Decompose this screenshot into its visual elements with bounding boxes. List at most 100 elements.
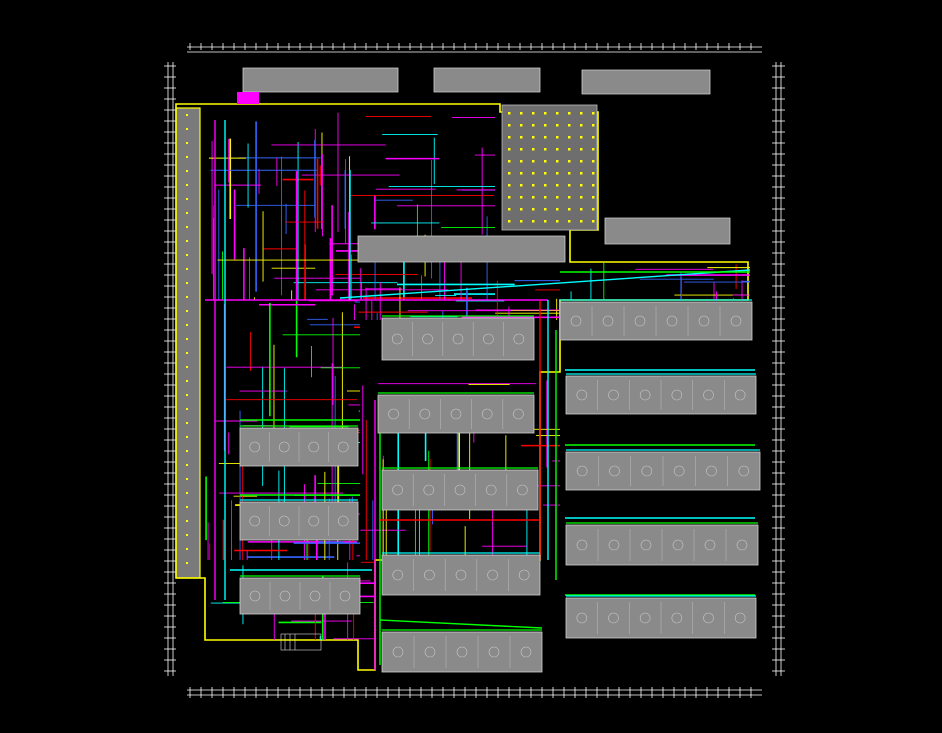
column-marker bbox=[544, 160, 547, 163]
stair-core bbox=[513, 408, 524, 420]
column-marker bbox=[186, 548, 188, 550]
stair-core bbox=[639, 389, 651, 401]
column-marker bbox=[544, 172, 547, 175]
column-marker bbox=[186, 310, 188, 312]
column-marker bbox=[532, 112, 535, 115]
column-marker bbox=[186, 338, 188, 340]
column-marker bbox=[592, 148, 595, 151]
stair-core bbox=[487, 569, 498, 581]
column-marker bbox=[568, 208, 571, 211]
stair-core bbox=[456, 646, 468, 658]
column-marker bbox=[556, 148, 559, 151]
column-marker bbox=[532, 136, 535, 139]
column-marker bbox=[544, 136, 547, 139]
column-marker bbox=[186, 506, 188, 508]
column-marker bbox=[532, 148, 535, 151]
column-marker bbox=[186, 450, 188, 452]
stair-core bbox=[706, 465, 717, 477]
column-marker bbox=[508, 148, 511, 151]
column-marker bbox=[544, 184, 547, 187]
column-marker bbox=[592, 112, 595, 115]
column-marker bbox=[186, 240, 188, 242]
stair-core bbox=[576, 389, 588, 401]
stair-core bbox=[481, 408, 493, 420]
column-marker bbox=[186, 212, 188, 214]
center-building-strip bbox=[357, 235, 566, 263]
pipe-trunk bbox=[339, 269, 751, 299]
column-marker bbox=[508, 220, 511, 223]
stair-core bbox=[576, 612, 588, 624]
column-marker bbox=[186, 436, 188, 438]
column-marker bbox=[580, 136, 583, 139]
column-marker bbox=[186, 254, 188, 256]
stair-core bbox=[488, 646, 500, 658]
column-marker bbox=[532, 172, 535, 175]
column-marker bbox=[532, 220, 535, 223]
stair-core bbox=[698, 315, 710, 327]
stair-core bbox=[450, 408, 462, 420]
bottom-left-detail bbox=[280, 633, 322, 651]
residential-block bbox=[381, 317, 535, 361]
stair-core bbox=[423, 484, 435, 496]
column-marker bbox=[532, 124, 535, 127]
stair-core bbox=[422, 333, 433, 345]
stair-core bbox=[602, 315, 614, 327]
column-marker bbox=[520, 184, 523, 187]
column-marker bbox=[580, 220, 583, 223]
stair-core bbox=[424, 646, 436, 658]
column-marker bbox=[520, 160, 523, 163]
stair-core bbox=[608, 612, 619, 624]
stair-core bbox=[452, 333, 464, 345]
stair-core bbox=[455, 569, 467, 581]
stair-core bbox=[392, 484, 403, 496]
column-marker bbox=[556, 112, 559, 115]
column-marker bbox=[508, 160, 511, 163]
stair-core bbox=[666, 315, 678, 327]
residential-blocks bbox=[239, 299, 761, 673]
stair-core bbox=[734, 612, 746, 624]
column-marker bbox=[568, 112, 571, 115]
mid-right-building bbox=[604, 217, 731, 245]
column-marker bbox=[186, 128, 188, 130]
column-marker bbox=[520, 112, 523, 115]
residential-block bbox=[381, 469, 539, 511]
stair-core bbox=[570, 315, 582, 327]
stair-core bbox=[424, 569, 435, 581]
column-marker bbox=[186, 394, 188, 396]
stair-core bbox=[608, 389, 619, 401]
stair-core bbox=[639, 612, 651, 624]
column-marker bbox=[520, 148, 523, 151]
top-building-1 bbox=[242, 67, 399, 93]
column-marker bbox=[544, 220, 547, 223]
column-marker bbox=[186, 422, 188, 424]
column-marker bbox=[580, 124, 583, 127]
column-marker bbox=[186, 534, 188, 536]
stair-core bbox=[249, 515, 261, 527]
column-marker bbox=[508, 172, 511, 175]
column-marker bbox=[544, 112, 547, 115]
column-marker bbox=[580, 184, 583, 187]
column-marker bbox=[186, 282, 188, 284]
column-marker bbox=[556, 220, 559, 223]
stair-core bbox=[339, 590, 351, 602]
parking-column-markers bbox=[186, 112, 595, 564]
column-marker bbox=[508, 136, 511, 139]
stair-core bbox=[608, 539, 620, 551]
column-marker bbox=[532, 184, 535, 187]
stair-core bbox=[249, 441, 261, 453]
column-marker bbox=[520, 124, 523, 127]
column-marker bbox=[186, 226, 188, 228]
stair-core bbox=[520, 646, 532, 658]
column-marker bbox=[556, 172, 559, 175]
column-marker bbox=[544, 208, 547, 211]
stair-core bbox=[391, 333, 403, 345]
stair-core bbox=[609, 465, 620, 477]
column-marker bbox=[532, 208, 535, 211]
column-marker bbox=[186, 520, 188, 522]
parking-grid-area bbox=[501, 104, 598, 231]
pipe-trunk bbox=[379, 619, 543, 629]
column-marker bbox=[186, 352, 188, 354]
column-marker bbox=[186, 198, 188, 200]
